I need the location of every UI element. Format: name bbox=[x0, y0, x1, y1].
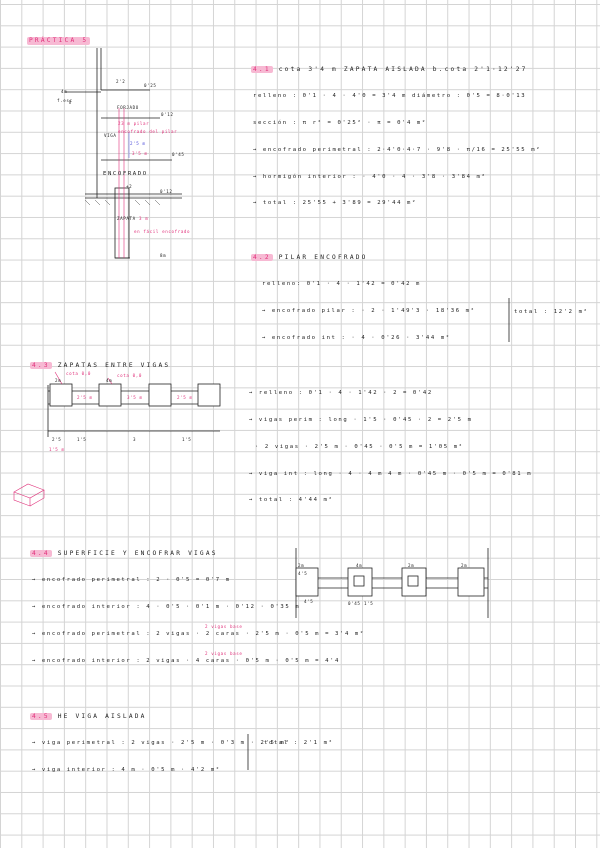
section4-dlabel-7: 1'5 bbox=[364, 601, 374, 606]
section5-heading-text: HE VIGA AISLADA bbox=[57, 713, 147, 720]
section2-heading-text: PILAR ENCOFRADO bbox=[278, 254, 368, 261]
section4-line-1: → encofrado perimetral : 2 · 0'5 = 0'7 m bbox=[32, 577, 231, 583]
diagram-label-forjado: FORJADO bbox=[117, 105, 139, 110]
diagram-label-plus2: +2 bbox=[126, 184, 133, 189]
section3-label-4m: 4m bbox=[106, 378, 113, 383]
section4-heading-text: SUPERFICIE Y ENCOFRAR VIGAS bbox=[57, 550, 218, 557]
section3-note-2: cota 0,0 bbox=[117, 373, 142, 378]
diagram-label-cota-1: 2'2 bbox=[116, 79, 126, 84]
section4-dlabel-1: 2m bbox=[298, 563, 305, 568]
section5-heading: 4.5 HE VIGA AISLADA bbox=[30, 713, 147, 721]
section3-line-5: → total : 4'44 m² bbox=[249, 497, 334, 503]
section1-line-1: relleno : 0'1 · 4 · 4'0 = 3'4 m diámetro… bbox=[253, 93, 527, 99]
section3-note-6: 1'5 m bbox=[49, 447, 65, 452]
section4-dlabel-8: 4'5 bbox=[304, 599, 314, 604]
section2-line-1: relleno: 0'1 · 4 · 1'42 = 0'42 m bbox=[262, 281, 421, 287]
section1-line-3: → encofrado perimetral : 2·4'0·4·7 · 9'8… bbox=[253, 147, 542, 153]
diagram-label-cota-4: 0'45 bbox=[172, 152, 185, 157]
section1-heading-text: cota 3'4 m ZAPATA AISLADA b.cota 2'1·12'… bbox=[278, 66, 528, 73]
section3-note-5: 2'5 m bbox=[177, 395, 193, 400]
section5-line-2: → viga interior : 4 m · 0'5 m · 4'2 m² bbox=[32, 767, 221, 773]
diagram-label-encofrado: ENCOFRADO bbox=[103, 171, 148, 177]
section1-line-2: sección : π r² = 0'25² · π = 0'4 m² bbox=[253, 120, 427, 126]
section4-dlabel-5: 2m bbox=[461, 563, 468, 568]
section3-heading: 4.3 ZAPATAS ENTRE VIGAS bbox=[30, 362, 170, 370]
section3-number: 4.3 bbox=[30, 362, 52, 369]
section4-line-2: → encofrado interior : 4 · 0'5 · 0'1 m ·… bbox=[32, 604, 301, 610]
diagram-label-viga: VIGA bbox=[104, 133, 117, 138]
diagram-label-zapata: ZAPATA bbox=[117, 216, 136, 221]
diagram-note-2: encofrado del pilar bbox=[118, 129, 178, 134]
section4-line-4: → encofrado interior : 2 vigas · 4 caras… bbox=[32, 658, 340, 664]
section1-heading: 4.1 cota 3'4 m ZAPATA AISLADA b.cota 2'1… bbox=[251, 66, 528, 74]
section4-number: 4.4 bbox=[30, 550, 52, 557]
section4-dlabel-3: 4m bbox=[356, 563, 363, 568]
section3-note-4: 3'5 m bbox=[127, 395, 143, 400]
diagram-label-fesc: f.esc bbox=[57, 98, 73, 103]
section2-line-2: → encofrado pilar : · 2 · 1'49'3 · 18'36… bbox=[262, 308, 476, 314]
section3-label-dim-1: 2'5 bbox=[52, 437, 62, 442]
section5-number: 4.5 bbox=[30, 713, 52, 720]
diagram-note-4: 2'5 m bbox=[130, 141, 146, 146]
section2-line-3: → encofrado int : · 4 · 0'26 · 3'44 m² bbox=[262, 335, 451, 341]
diagram-label-4m: 4m bbox=[61, 89, 68, 94]
section1-line-5: → total : 25'55 + 3'89 = 29'44 m² bbox=[253, 200, 417, 206]
section3-note-1: cota 0,0 bbox=[66, 371, 91, 376]
section4-line-3: → encofrado perimetral : 2 vigas · 2 car… bbox=[32, 631, 365, 637]
section1-number: 4.1 bbox=[251, 66, 273, 73]
page-title: PRÁCTICA 5 bbox=[27, 37, 91, 45]
section3-line-2: → vigas perim : long · 1'5 · 0'45 · 2 = … bbox=[249, 417, 473, 423]
section2-number: 4.2 bbox=[251, 254, 273, 261]
section5-line-1: → viga perimetral : 2 vigas · 2'5 m · 0'… bbox=[32, 740, 291, 746]
section3-label-dim-2: 1'5 bbox=[77, 437, 87, 442]
diagram-note-6: en fácil encofrado bbox=[134, 229, 191, 234]
section3-heading-text: ZAPATAS ENTRE VIGAS bbox=[57, 362, 171, 369]
section4-dlabel-6: 0'45 bbox=[348, 601, 361, 606]
section3-line-3: · 2 vigas · 2'5 m · 0'45 · 0'5 m = 1'05 … bbox=[255, 444, 464, 450]
section3-label-2m: 2m bbox=[55, 378, 62, 383]
section4-dlabel-2: 4'5 bbox=[298, 571, 308, 576]
section3-label-dim-3: 3 bbox=[133, 437, 137, 442]
diagram-note-3: 3 m bbox=[139, 216, 149, 221]
section5-total: total : 2'1 m² bbox=[264, 740, 334, 746]
section1-line-4: → hormigón interior : · 4'0 · 4 · 3'8 · … bbox=[253, 174, 487, 180]
section3-label-dim-4: 1'5 bbox=[182, 437, 192, 442]
diagram-label-cota-3: 0'12 bbox=[161, 112, 174, 117]
diagram-note-5: 3'5 m bbox=[132, 151, 148, 156]
section4-note-1: 2 vigas base bbox=[205, 624, 243, 629]
section4-dlabel-4: 2m bbox=[408, 563, 415, 568]
section3-line-4: → viga int : long · 4 · 4 m 4 m · 0'45 m… bbox=[249, 471, 533, 477]
section4-heading: 4.4 SUPERFICIE Y ENCOFRAR VIGAS bbox=[30, 550, 218, 558]
diagram-label-cota-2: 0'25 bbox=[144, 83, 157, 88]
section2-total: total : 12'2 m² bbox=[514, 309, 589, 315]
diagram-label-cota-5: 0'12 bbox=[160, 189, 173, 194]
diagram-label-8m: 8m bbox=[160, 253, 167, 258]
section2-heading: 4.2 PILAR ENCOFRADO bbox=[251, 254, 368, 262]
diagram-note-1: 23 m pilar bbox=[118, 121, 150, 126]
section4-note-2: 2 vigas base bbox=[205, 651, 243, 656]
section3-line-1: → relleno : 0'1 · 4 · 1'42 · 2 = 0'42 bbox=[249, 390, 433, 396]
section3-note-3: 2'5 m bbox=[77, 395, 93, 400]
